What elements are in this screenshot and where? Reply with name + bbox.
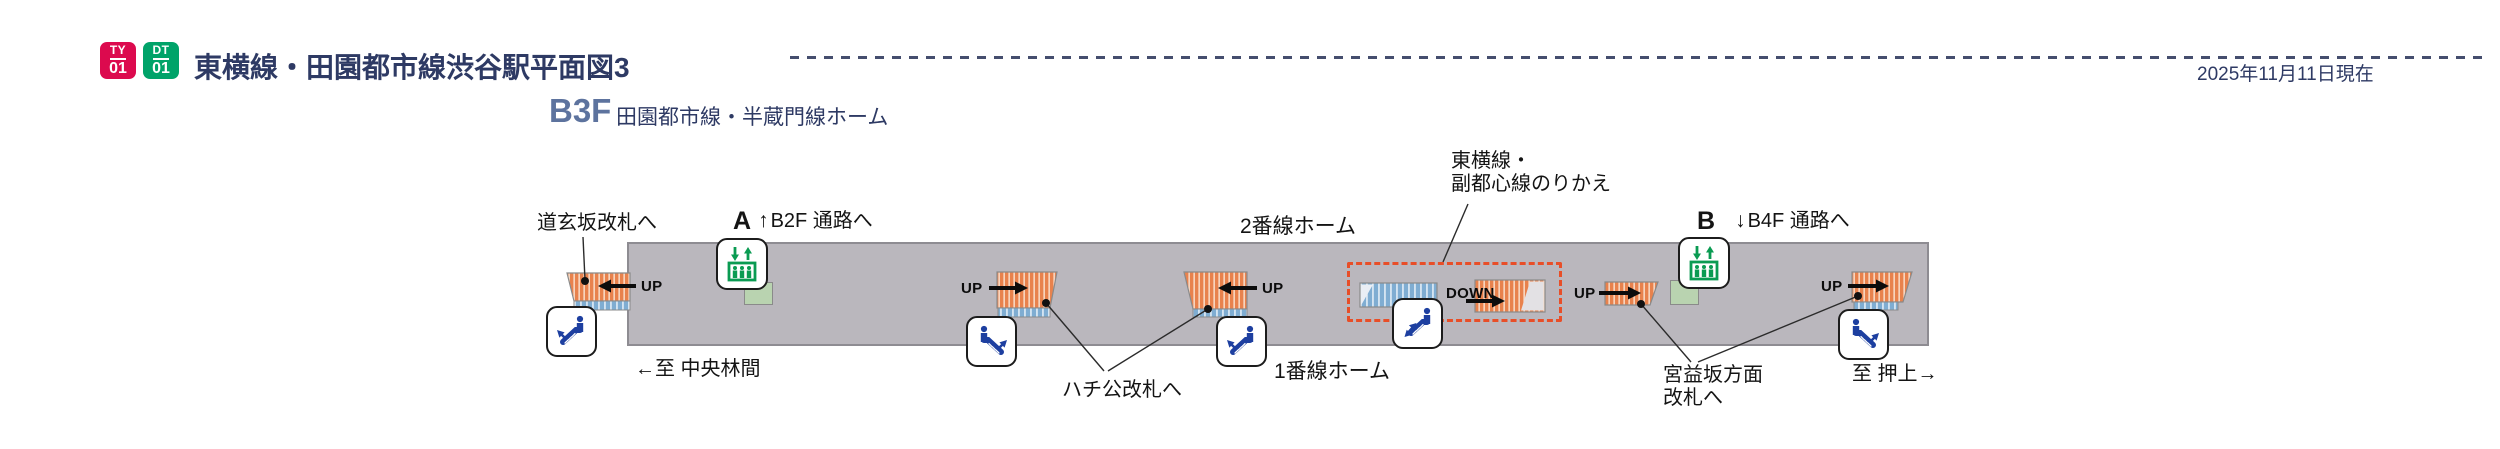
track1-label: 1番線ホーム [1274,360,1391,383]
transfer-label-line1: 東横線・ [1451,150,1531,172]
escalator-icon [546,306,597,357]
escalator-icon [1216,316,1267,367]
badge-divider [110,57,126,60]
up-arrow-glyph: ↑ [758,209,769,232]
floor-name-label: 田園都市線・半蔵門線ホーム [616,106,889,129]
elevator-icon [716,238,768,290]
hachiko-gate-label: ハチ公改札へ [1062,379,1182,401]
passage-a-label: A ↑ B2F 通路へ [733,207,873,235]
direction-chuorinkan-label: ←至 中央林間 [635,358,761,380]
passage-b-letter: B [1697,207,1716,235]
transfer-label: 東横線・ 副都心線のりかえ [1451,150,1611,196]
page-title: 東横線・田園都市線渋谷駅平面図3 [194,52,630,83]
escalator-icon [1838,309,1889,360]
passage-b-text: B4F 通路へ [1747,210,1850,232]
transfer-escalator-end [1361,284,1373,306]
up-marker-dogenzaka: UP [641,278,663,295]
date-note: 2025年11月11日現在 [2197,64,2374,85]
direction-arrows [608,284,1877,303]
dentoshi-station-number: 01 [152,60,170,77]
escalator-icon [966,316,1017,367]
track2-label: 2番線ホーム [1240,215,1357,238]
passage-b-label: B ↓ B4F 通路へ [1697,207,1850,235]
leader-dots [581,277,1862,313]
escalator-both-directions-icon [1392,298,1443,349]
miyamasuzaka-line2: 改札へ [1663,387,1723,409]
toyoko-line-code: TY [109,43,127,57]
miyamasuzaka-line1: 宮益坂方面 [1663,364,1763,386]
escalator-strip-hachiko-west [997,307,1051,318]
up-marker-miyamasuzaka: UP [1574,285,1596,302]
miyamasuzaka-gate-label: 宮益坂方面 改札へ [1663,364,1763,410]
direction-oshiage-label: 至 押上→ [1852,363,1938,385]
leader-lines [582,203,1859,372]
down-arrow-glyph: ↓ [1735,209,1746,232]
transfer-label-line2: 副都心線のりかえ [1451,173,1611,195]
dentoshi-line-code: DT [152,43,170,57]
header-dashed-rule [790,56,2490,59]
transfer-highlight-box [1347,262,1562,322]
stairs-hachiko-east [1183,271,1248,310]
transfer-down-stairs-landing [1521,281,1544,311]
up-marker-hachiko-east: UP [1262,280,1284,297]
down-marker-transfer: DOWN [1446,285,1495,302]
up-marker-hachiko-west: UP [961,280,983,297]
floor-level-label: B3F [549,92,612,129]
badge-divider [153,57,169,60]
up-marker-east-end: UP [1821,278,1843,295]
passage-a-text: B2F 通路へ [770,210,873,232]
direction-arrowheads [598,279,1889,308]
passage-a-letter: A [733,207,752,235]
dentoshi-line-badge: DT 01 [143,42,179,79]
escalator-strip-dogenzaka [573,300,631,311]
toyoko-station-number: 01 [109,60,127,77]
elevator-icon [1678,237,1730,289]
dogenzaka-gate-label: 道玄坂改札へ [537,212,657,234]
toyoko-line-badge: TY 01 [100,42,136,79]
